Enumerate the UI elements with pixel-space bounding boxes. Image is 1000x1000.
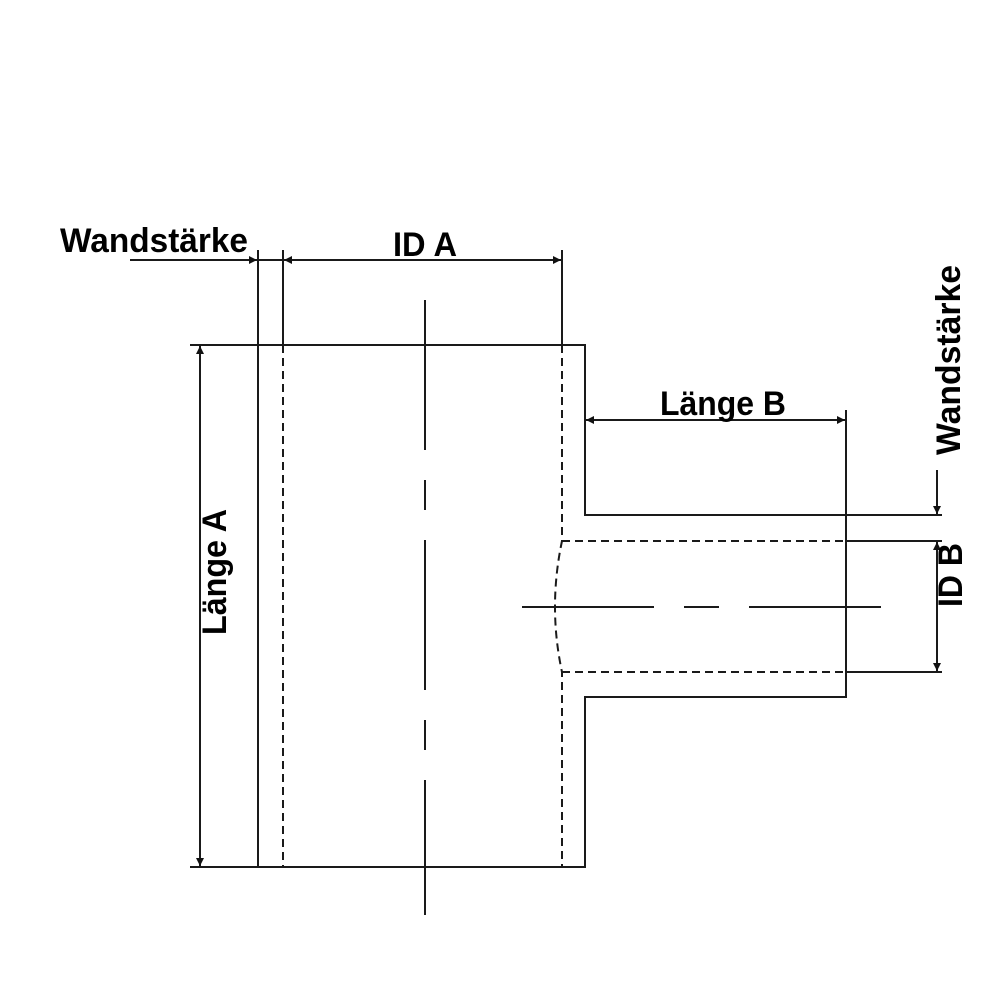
wall-thickness-top-label: Wandstärke — [60, 222, 248, 260]
length-b-label: Länge B — [660, 385, 786, 423]
length-a-label: Länge A — [196, 509, 234, 635]
wall-thickness-right-label: Wandstärke — [930, 265, 968, 455]
id-a-label: ID A — [393, 226, 457, 264]
id-b-label: ID B — [932, 543, 970, 607]
main-tube-outline — [257, 344, 847, 868]
